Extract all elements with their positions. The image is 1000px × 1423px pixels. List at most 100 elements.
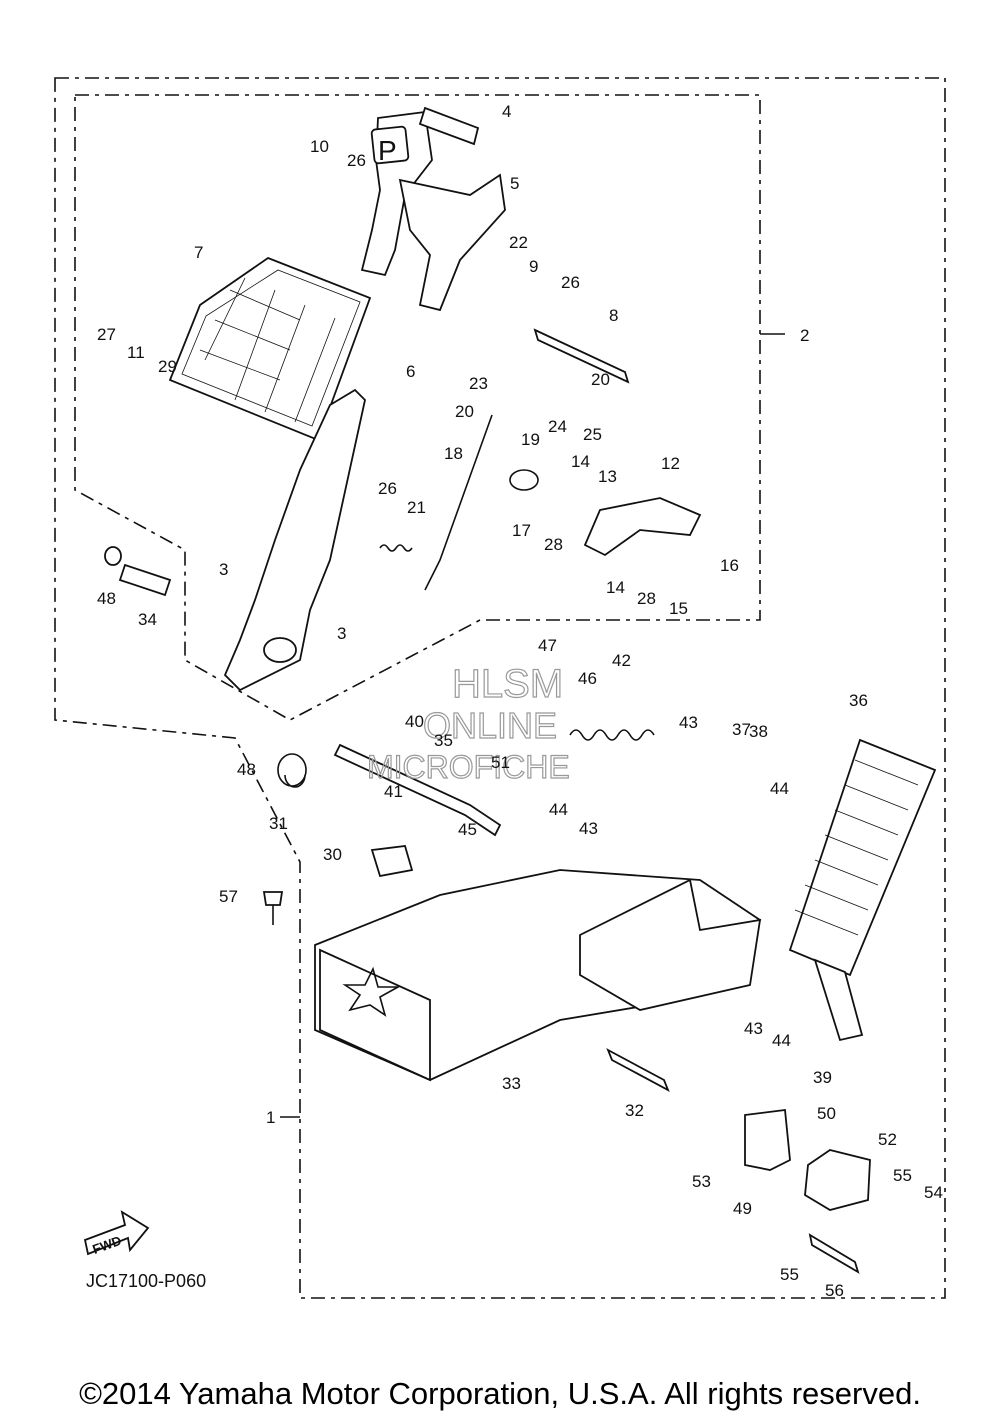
sensor-bracket bbox=[744, 1108, 791, 1171]
callout-17: 17 bbox=[512, 521, 531, 540]
callout-8: 8 bbox=[609, 306, 618, 325]
cover-cap bbox=[370, 845, 414, 878]
o-ring-48a bbox=[104, 546, 122, 566]
watermark-line-1: HLSM bbox=[452, 662, 563, 706]
callout-37: 37 bbox=[732, 720, 751, 739]
fwd-direction-arrow: FWD bbox=[83, 1210, 150, 1257]
callout-2: 2 bbox=[800, 326, 809, 345]
callout-42: 42 bbox=[612, 651, 631, 670]
long-bolt bbox=[533, 328, 630, 384]
callout-48-2: 48 bbox=[97, 589, 116, 608]
callout-14-2: 14 bbox=[606, 578, 625, 597]
callout-14: 14 bbox=[571, 452, 590, 471]
callout-54: 54 bbox=[924, 1183, 943, 1202]
callout-50: 50 bbox=[817, 1104, 836, 1123]
callout-3-2: 3 bbox=[337, 624, 346, 643]
pedal-sensor bbox=[804, 1149, 871, 1211]
callout-18: 18 bbox=[444, 444, 463, 463]
callout-5: 5 bbox=[510, 174, 519, 193]
outer-assembly-boundary bbox=[54, 77, 946, 1299]
callout-39: 39 bbox=[813, 1068, 832, 1087]
callout-16: 16 bbox=[720, 556, 739, 575]
callout-51: 51 bbox=[491, 753, 510, 772]
brake-rod bbox=[424, 414, 493, 591]
callout-43-3: 43 bbox=[744, 1019, 763, 1038]
watermark-line-2: ONLINE bbox=[423, 705, 557, 746]
callout-7: 7 bbox=[194, 243, 203, 262]
callout-3: 3 bbox=[219, 560, 228, 579]
accelerator-pedal bbox=[788, 738, 937, 1042]
callout-43: 43 bbox=[679, 713, 698, 732]
callout-25: 25 bbox=[583, 425, 602, 444]
return-spring bbox=[569, 729, 655, 741]
callout-28-2: 28 bbox=[637, 589, 656, 608]
callout-6: 6 bbox=[406, 362, 415, 381]
callout-38: 38 bbox=[749, 722, 768, 741]
callout-4: 4 bbox=[502, 102, 511, 121]
watermark-line-3: MICROFICHE bbox=[367, 749, 570, 785]
callout-30: 30 bbox=[323, 845, 342, 864]
callout-41: 41 bbox=[384, 782, 403, 801]
bolt-32 bbox=[606, 1048, 670, 1092]
callout-23: 23 bbox=[469, 374, 488, 393]
ratchet-plate bbox=[583, 497, 702, 557]
brake-pedal bbox=[168, 256, 372, 692]
rod-spring bbox=[379, 544, 413, 552]
callout-33: 33 bbox=[502, 1074, 521, 1093]
callout-36: 36 bbox=[849, 691, 868, 710]
bolt-56 bbox=[808, 1233, 860, 1274]
callout-31: 31 bbox=[269, 814, 288, 833]
callout-24: 24 bbox=[548, 417, 567, 436]
callout-49: 49 bbox=[733, 1199, 752, 1218]
callout-9: 9 bbox=[529, 257, 538, 276]
callout-40: 40 bbox=[405, 712, 424, 731]
park-p-symbol: P bbox=[378, 135, 397, 166]
callout-56: 56 bbox=[825, 1281, 844, 1300]
callout-27: 27 bbox=[97, 325, 116, 344]
callout-12: 12 bbox=[661, 454, 680, 473]
callout-22: 22 bbox=[509, 233, 528, 252]
callout-45: 45 bbox=[458, 820, 477, 839]
callout-52: 52 bbox=[878, 1130, 897, 1149]
callout-57: 57 bbox=[219, 887, 238, 906]
callout-35: 35 bbox=[434, 731, 453, 750]
callout-48: 48 bbox=[237, 760, 256, 779]
diagram-code: JC17100-P060 bbox=[86, 1271, 206, 1291]
callout-32: 32 bbox=[625, 1101, 644, 1120]
callout-21: 21 bbox=[407, 498, 426, 517]
callout-46: 46 bbox=[578, 669, 597, 688]
bolt-57 bbox=[262, 891, 284, 906]
callout-19: 19 bbox=[521, 430, 540, 449]
copyright-notice: ©2014 Yamaha Motor Corporation, U.S.A. A… bbox=[79, 1376, 921, 1411]
pedal-shaft bbox=[333, 743, 502, 837]
callout-44: 44 bbox=[549, 800, 568, 819]
callout-43-2: 43 bbox=[579, 819, 598, 838]
callout-34: 34 bbox=[138, 610, 157, 629]
callout-55: 55 bbox=[893, 1166, 912, 1185]
callout-20-2: 20 bbox=[455, 402, 474, 421]
parking-brake-lever: P bbox=[360, 106, 506, 312]
callout-44-2: 44 bbox=[770, 779, 789, 798]
callout-labels: 1233456789101112131414151617181920202122… bbox=[97, 102, 943, 1300]
callout-55-2: 55 bbox=[780, 1265, 799, 1284]
callout-53: 53 bbox=[692, 1172, 711, 1191]
callout-47: 47 bbox=[538, 636, 557, 655]
callout-20: 20 bbox=[591, 370, 610, 389]
callout-28: 28 bbox=[544, 535, 563, 554]
callout-44-3: 44 bbox=[772, 1031, 791, 1050]
callout-13: 13 bbox=[598, 467, 617, 486]
callout-26-2: 26 bbox=[378, 479, 397, 498]
collar bbox=[118, 563, 172, 597]
callout-1: 1 bbox=[266, 1108, 275, 1127]
torsion-spring bbox=[509, 469, 539, 491]
callout-15: 15 bbox=[669, 599, 688, 618]
callout-26: 26 bbox=[347, 151, 366, 170]
callout-26-3: 26 bbox=[561, 273, 580, 292]
pedal-spring bbox=[277, 753, 307, 788]
mounting-bracket bbox=[314, 869, 762, 1082]
callout-11: 11 bbox=[127, 343, 145, 362]
callout-10: 10 bbox=[310, 137, 329, 156]
watermark: HLSM ONLINE MICROFICHE bbox=[366, 661, 570, 785]
